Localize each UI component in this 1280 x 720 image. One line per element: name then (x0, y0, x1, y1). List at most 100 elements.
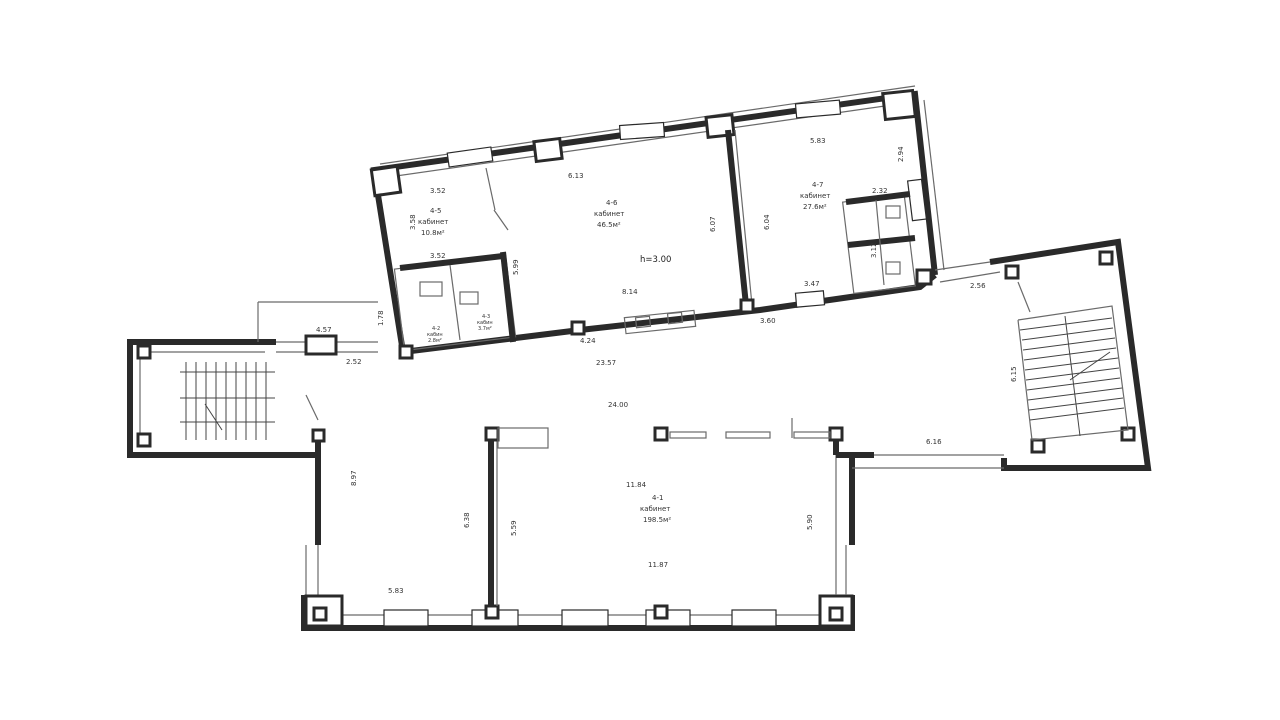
dim-label: 6.38 (463, 512, 471, 528)
column (739, 298, 755, 314)
dim-label: 3.52 (430, 252, 446, 260)
dim-label: 6.16 (926, 438, 942, 446)
dim-label: 5.99 (512, 259, 520, 275)
window (794, 290, 826, 308)
room-4-3-area: 3.7м² (478, 326, 492, 332)
dim-label: 3.47 (804, 280, 820, 288)
partition (399, 253, 504, 271)
column (915, 268, 933, 286)
equipment (634, 315, 652, 329)
right-stair-treads (1019, 315, 1125, 437)
window (794, 99, 842, 119)
window (383, 609, 429, 627)
room-4-5-number: 4-5 (430, 207, 441, 215)
dim-label: 5.83 (388, 587, 404, 595)
left-stair-treads (180, 362, 275, 440)
column (881, 88, 917, 122)
room-4-2-name: кабин (427, 332, 443, 338)
room-4-7-number: 4-7 (812, 181, 823, 189)
upper-wing (369, 85, 945, 360)
lower-hall-left-wall (302, 452, 321, 545)
dim-label: 3.58 (409, 214, 417, 230)
column (1030, 438, 1046, 454)
column (1098, 250, 1114, 266)
lower-hall-right-wall (836, 452, 855, 545)
room-4-7-area: 27.6м² (803, 203, 827, 211)
partition (793, 431, 831, 439)
partition (500, 251, 516, 343)
equipment (623, 309, 697, 335)
partition (449, 264, 461, 341)
dim-label: 2.32 (872, 187, 888, 195)
dimension-labels: 3.52 6.13 5.83 3.52 2.32 8.14 3.47 3.60 … (316, 137, 1018, 595)
dim-label: 6.07 (709, 216, 717, 232)
fixture (459, 291, 479, 305)
partition (669, 431, 707, 439)
room-4-1-number: 4-1 (652, 494, 663, 502)
column (304, 334, 338, 356)
dim-label: 6.04 (763, 214, 771, 230)
dim-label: 5.90 (806, 514, 814, 530)
fixture (885, 261, 901, 275)
dim-label: 8.14 (622, 288, 638, 296)
dim-label: 8.97 (350, 470, 358, 486)
fixture (885, 205, 901, 219)
partition (725, 431, 771, 439)
column (532, 136, 564, 164)
dim-label: 4.57 (316, 326, 332, 334)
column (484, 604, 500, 620)
column (136, 344, 152, 360)
dim-label: 6.13 (568, 172, 584, 180)
left-stair-block (127, 301, 378, 458)
dim-label: 2.52 (346, 358, 362, 366)
dim-label: 23.57 (596, 359, 616, 367)
room-4-2-number: 4-2 (432, 326, 440, 332)
dim-label: 24.00 (608, 401, 628, 409)
window (561, 609, 609, 627)
dim-label: 5.83 (810, 137, 826, 145)
partition (493, 209, 509, 231)
column (653, 604, 669, 620)
column (398, 344, 414, 360)
column (828, 426, 844, 442)
room-labels: h=3.00 4-5 кабинет 10.8м² 4-6 кабинет 46… (418, 181, 830, 524)
column (828, 606, 844, 622)
room-4-6-name: кабинет (594, 210, 624, 218)
room-4-2-area: 2.8м² (428, 338, 442, 344)
window (618, 121, 666, 141)
right-stair-outer-wall (989, 238, 1152, 471)
dim-label: 6.15 (1010, 366, 1018, 382)
column (312, 606, 328, 622)
ceiling-height-label: h=3.00 (640, 255, 671, 265)
door-swing (305, 394, 319, 421)
link-line (939, 271, 1001, 283)
lower-hall (301, 418, 855, 631)
column (653, 426, 669, 442)
room-4-3-number: 4-3 (482, 314, 490, 320)
partition (875, 199, 885, 286)
window (446, 146, 494, 168)
column (570, 320, 586, 336)
fixture (419, 281, 443, 297)
equipment (666, 311, 684, 325)
partition-inner (734, 129, 753, 306)
room-4-3-name: кабин (477, 320, 493, 326)
window (731, 609, 777, 627)
room-4-6-area: 46.5м² (597, 221, 621, 229)
column (136, 432, 152, 448)
room-4-6-number: 4-6 (606, 199, 618, 207)
room-4-5-area: 10.8м² (421, 229, 445, 237)
dim-label: 11.84 (626, 481, 647, 489)
dim-label: 1.78 (377, 310, 385, 326)
dim-label: 2.56 (970, 282, 986, 290)
dim-label: 11.87 (648, 561, 668, 569)
dim-label: 3.12 (870, 242, 878, 258)
dim-label: 3.60 (760, 317, 776, 325)
column (369, 164, 403, 198)
partition (847, 235, 916, 248)
link-line (934, 261, 991, 271)
window (906, 178, 928, 222)
room-4-1-name: кабинет (640, 505, 670, 513)
column (1004, 264, 1020, 280)
